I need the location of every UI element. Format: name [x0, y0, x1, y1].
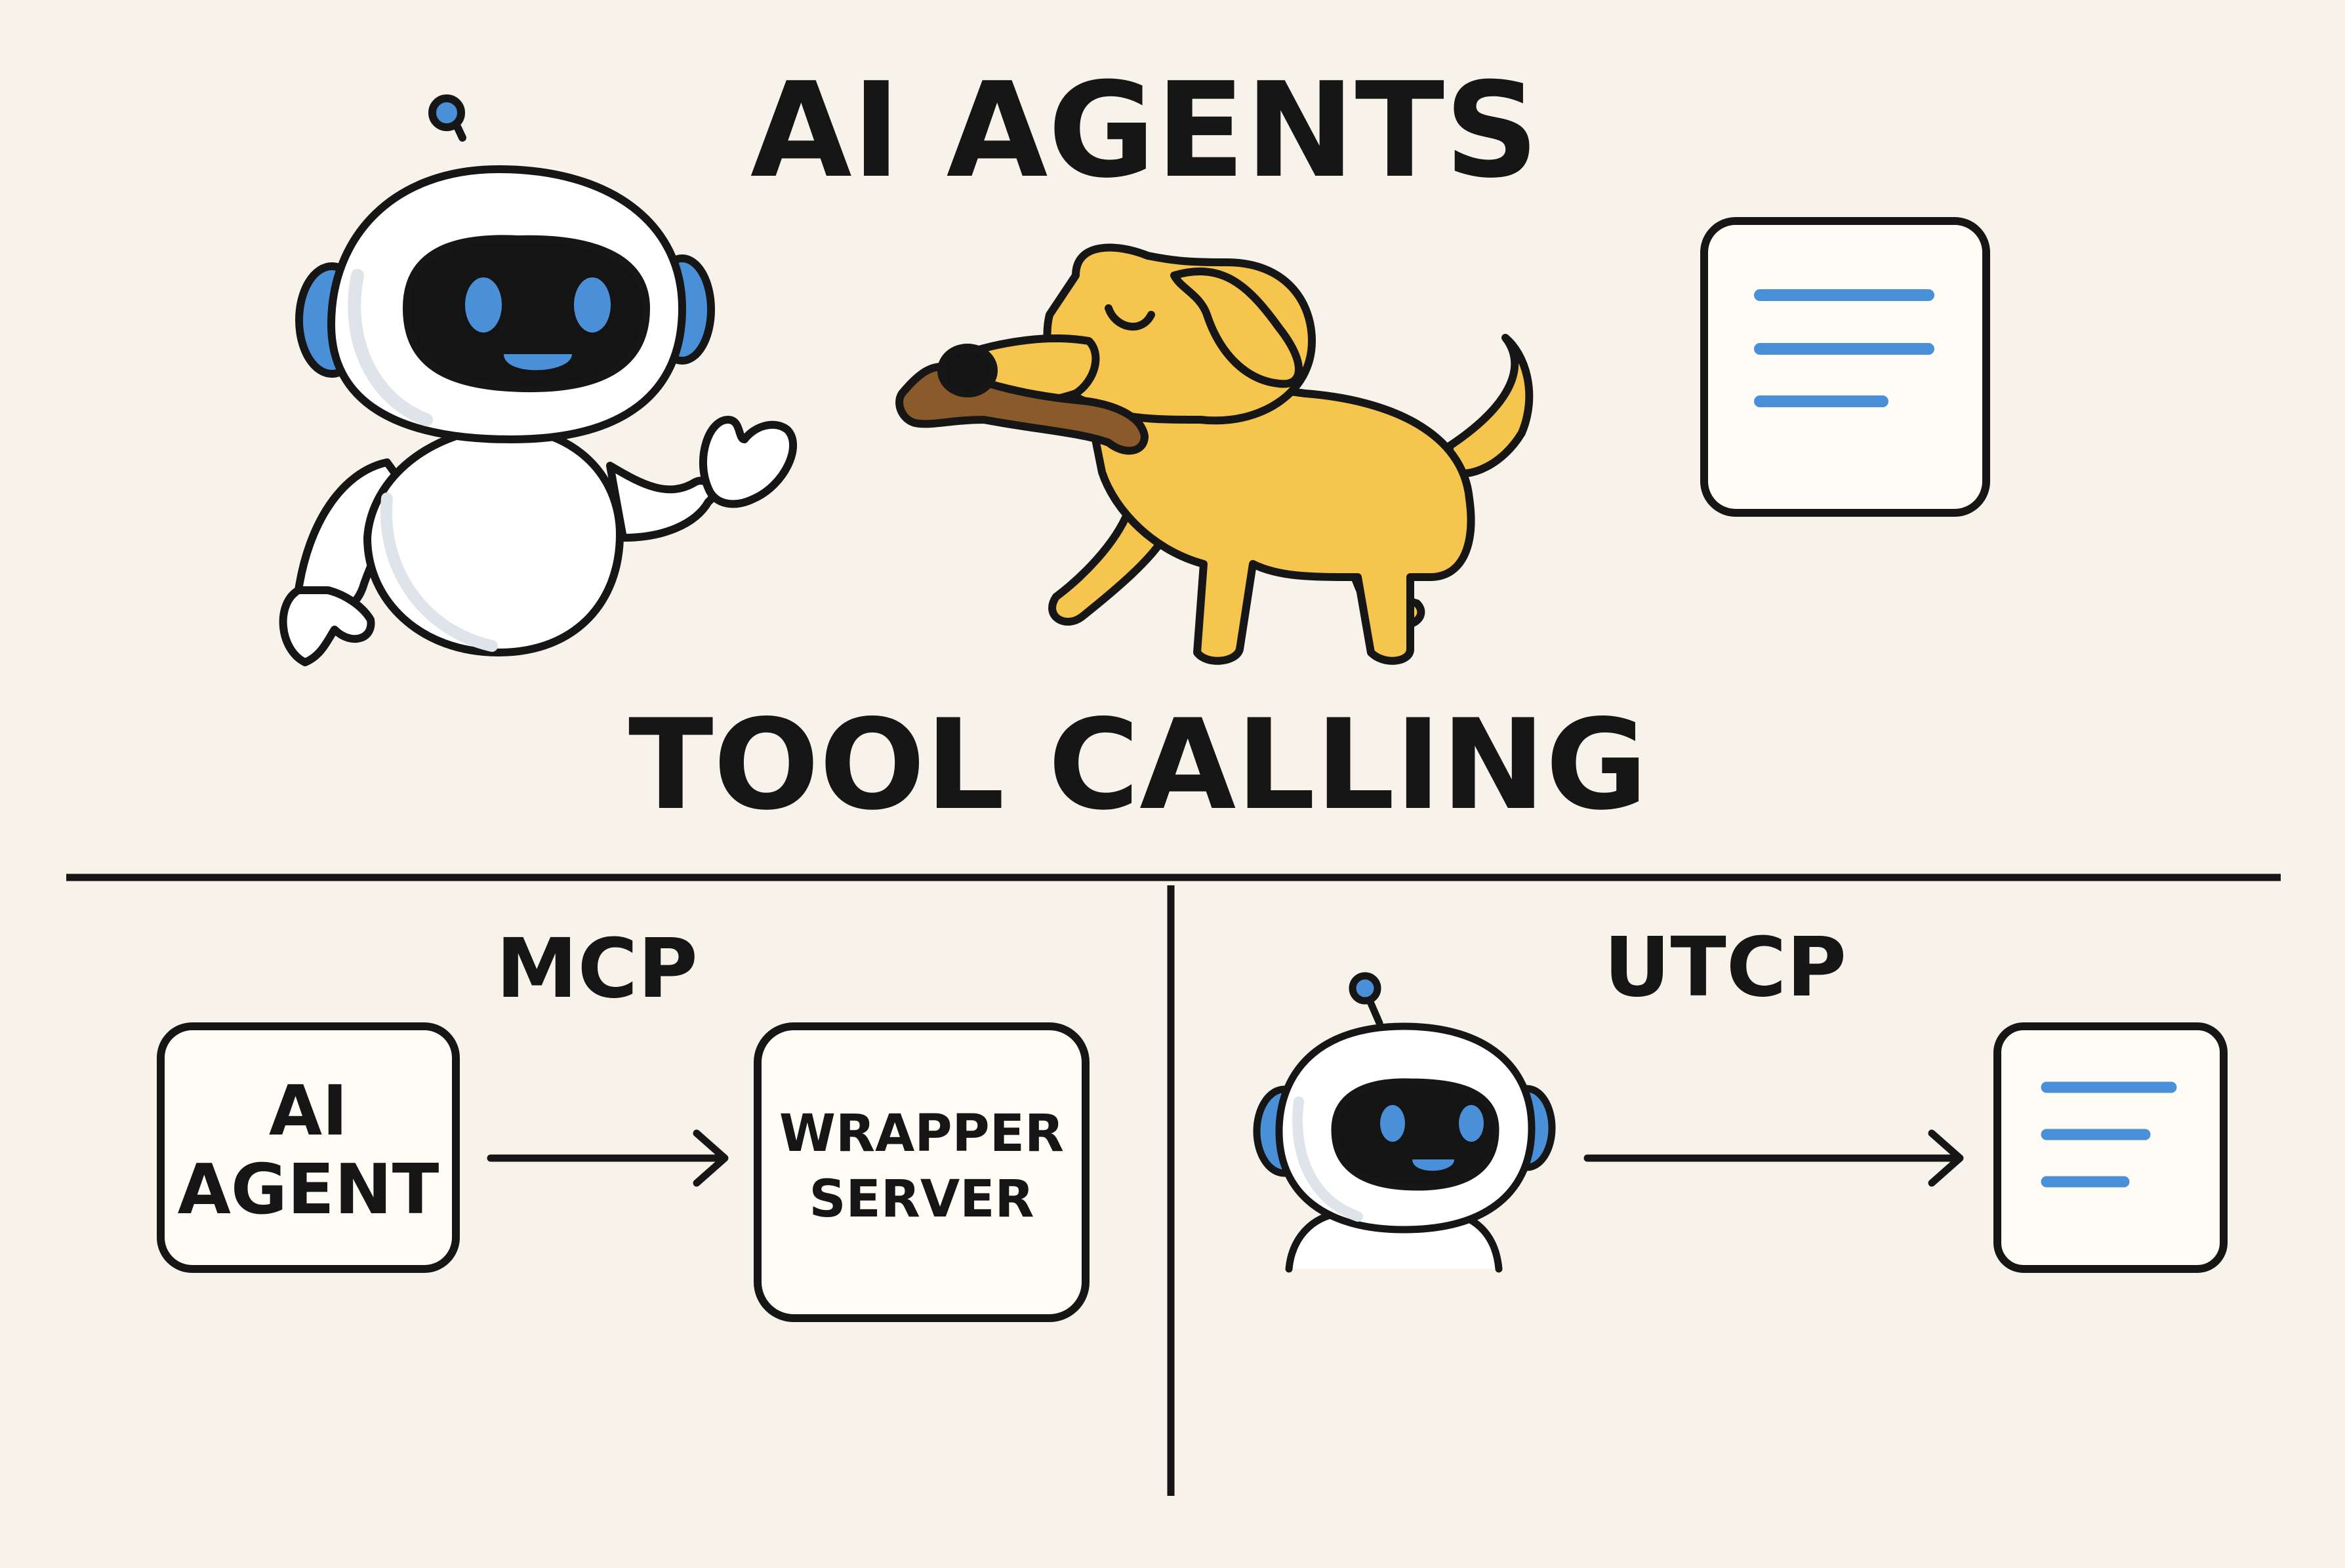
robot-icon	[279, 94, 798, 666]
wrapper-server-box-line-2: SERVER	[809, 1170, 1034, 1229]
arrow-right-icon	[1583, 1129, 1964, 1187]
mcp-panel: MCP AI AGENT WRAPPER SERVER	[157, 921, 1090, 1322]
document-icon	[1993, 1022, 2228, 1273]
utcp-panel: UTCP	[1253, 920, 2228, 1273]
ai-agent-box-line-1: AI	[269, 1071, 348, 1151]
mcp-heading: MCP	[496, 921, 698, 1016]
dog-icon	[895, 243, 1534, 665]
ai-agent-box: AI AGENT	[157, 1022, 460, 1273]
wrapper-server-box-line-1: WRAPPER	[779, 1104, 1064, 1163]
document-icon	[1700, 217, 1990, 517]
utcp-heading: UTCP	[1604, 920, 1846, 1015]
arrow-right-icon	[487, 1129, 729, 1187]
robot-icon	[1253, 972, 1556, 1273]
ai-agent-box-line-2: AGENT	[178, 1150, 439, 1230]
wrapper-server-box: WRAPPER SERVER	[754, 1022, 1090, 1322]
page-title: AI AGENTS	[750, 54, 1539, 207]
subtitle: TOOL CALLING	[628, 693, 1648, 837]
